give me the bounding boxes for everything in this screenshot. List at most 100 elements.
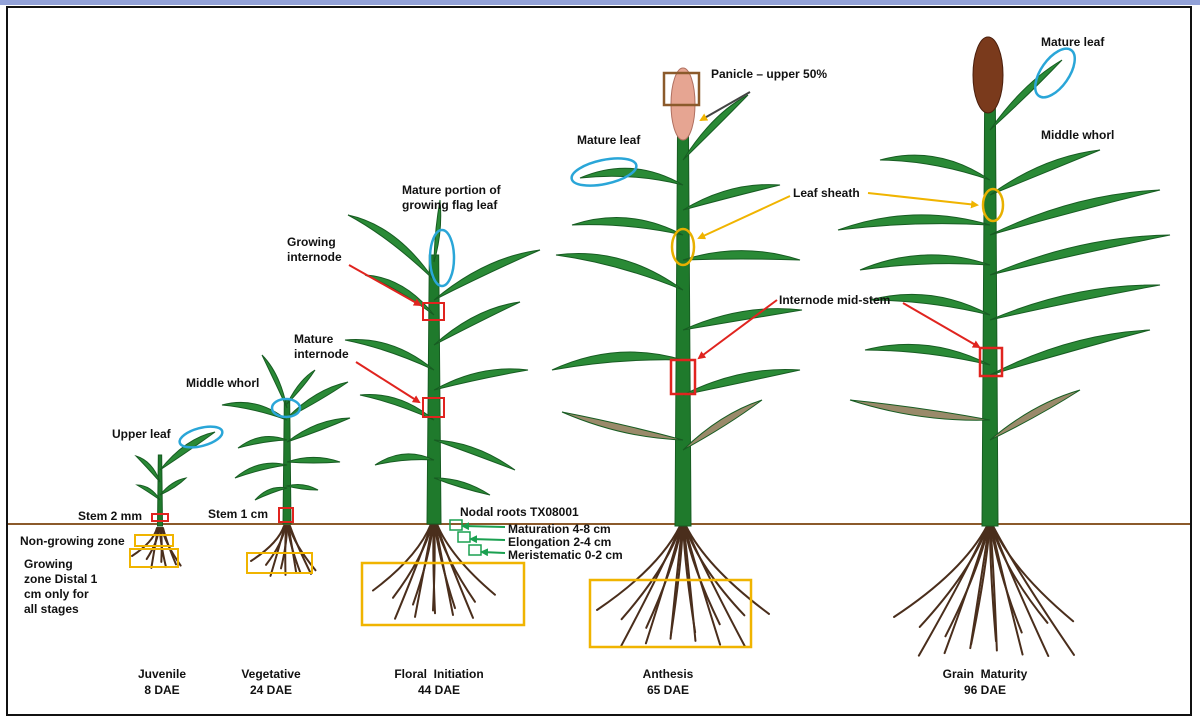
ellipse-mature-leaf-anthesis [570, 157, 638, 187]
diagram-frame [6, 6, 1192, 716]
ellipse-leaf-sheath-grain [981, 187, 1005, 223]
box-stem-1cm [278, 507, 294, 523]
leaf-anthesis [571, 217, 684, 236]
box-panicle-upper [662, 71, 701, 107]
label-internode-mid-stem: Internode mid-stem [779, 293, 891, 307]
arrow-leaf-sheath-anthesis [697, 195, 791, 240]
root-strand [669, 525, 684, 637]
stage-name-text: Floral Initiation [394, 667, 484, 681]
root-strand [684, 525, 746, 647]
root-strand [989, 525, 997, 643]
root-strand [944, 525, 990, 638]
leaf-grain [989, 329, 1151, 376]
stem-juvenile [156, 454, 164, 527]
leaf-floral [433, 477, 491, 496]
leaf-anthesis-dead [682, 399, 763, 451]
stage-grain-maturity: Grain Maturity 96 DAE [915, 666, 1055, 698]
root-strand [991, 525, 1075, 623]
label-stem-1cm: Stem 1 cm [208, 507, 269, 521]
box-non-growing-zone [134, 534, 174, 547]
root-strand [280, 525, 288, 570]
leaf-grain [869, 293, 991, 316]
label-mature-portion-flag-leaf: Mature portion of growing flag leaf [402, 183, 501, 212]
ellipse-flag-leaf [428, 228, 456, 288]
box-stem-2mm [151, 513, 169, 522]
ellipse-middle-whorl-vegetative [270, 397, 302, 419]
leaf-grain-dead [989, 389, 1081, 441]
leaf-grain-dead [849, 399, 991, 421]
stage-name-text: Juvenile [137, 667, 187, 681]
arrow-growing-internode [348, 264, 422, 306]
label-mature-internode: Mature internode [294, 332, 349, 361]
root-strand [265, 525, 287, 566]
arrow-meristematic [480, 548, 506, 557]
box-growing-zone-anthesis [588, 578, 753, 649]
box-growing-zone-floral [360, 561, 526, 627]
box-meristematic [468, 544, 482, 556]
leaf-grain [989, 149, 1101, 196]
root-strand [918, 525, 989, 628]
box-mature-internode [422, 397, 445, 418]
box-internode-anthesis [669, 358, 697, 396]
root-strand [160, 527, 163, 563]
leaf-grain [879, 154, 991, 181]
root-strand [682, 525, 697, 642]
label-growing-zone: Growing zone Distal 1 cm only for all st… [24, 557, 98, 616]
leaf-vegetative [234, 462, 288, 479]
arrow-mature-internode [355, 361, 421, 404]
label-upper-leaf: Upper leaf [112, 427, 171, 441]
stage-name-text: Grain Maturity [942, 667, 1028, 681]
root-strand [685, 525, 770, 615]
stage-anthesis: Anthesis 65 DAE [598, 666, 738, 698]
arrow-internode-anthesis [697, 299, 778, 360]
leaf-grain [989, 284, 1161, 321]
leaf-vegetative [286, 369, 316, 405]
root-strand [990, 525, 1024, 656]
arrow-elongation [469, 535, 506, 544]
leaf-floral [433, 301, 521, 346]
arrow-leaf-sheath-grain [867, 192, 979, 209]
leaf-floral [359, 394, 435, 421]
leaf-grain [989, 234, 1171, 276]
stage-vegetative: Vegetative 24 DAE [201, 666, 341, 698]
leaf-anthesis [682, 94, 749, 161]
root-strand [991, 525, 1050, 657]
root-strand [435, 523, 474, 619]
root-strand [372, 523, 432, 592]
root-strand [989, 525, 998, 652]
root-strand [145, 527, 160, 561]
root-strand [250, 525, 285, 562]
stem-anthesis [674, 109, 692, 527]
arrow-panicle [699, 91, 751, 121]
leaf-anthesis [682, 184, 781, 211]
leaf-anthesis [555, 252, 684, 291]
leaf-anthesis [682, 308, 803, 331]
root-strand [392, 523, 434, 599]
root-strand [289, 525, 312, 575]
box-internode-grain [978, 346, 1004, 378]
leaf-floral [433, 368, 529, 391]
box-growing-zone-vegetative [246, 552, 313, 574]
leaf-floral [433, 249, 541, 301]
root-strand [287, 525, 297, 573]
box-elongation [457, 531, 471, 543]
leaf-vegetative [286, 456, 341, 464]
label-leaf-sheath: Leaf sheath [793, 186, 860, 200]
label-non-growing-zone: Non-growing zone [20, 534, 125, 548]
top-edge-line [0, 0, 1200, 5]
leaf-vegetative [286, 417, 351, 443]
leaf-anthesis [682, 250, 801, 261]
leaf-grain [989, 59, 1063, 131]
label-stem-2mm: Stem 2 mm [78, 509, 143, 523]
box-growing-internode [422, 302, 445, 321]
leaf-grain [989, 189, 1161, 236]
box-growing-zone-juvenile [129, 548, 179, 568]
root-strand [620, 525, 682, 621]
root-strand [683, 525, 722, 646]
leaf-vegetative [285, 484, 319, 491]
stage-name-text: Anthesis [642, 667, 694, 681]
leaf-floral [344, 338, 435, 371]
leaf-juvenile [159, 431, 216, 471]
root-strand [131, 527, 158, 557]
